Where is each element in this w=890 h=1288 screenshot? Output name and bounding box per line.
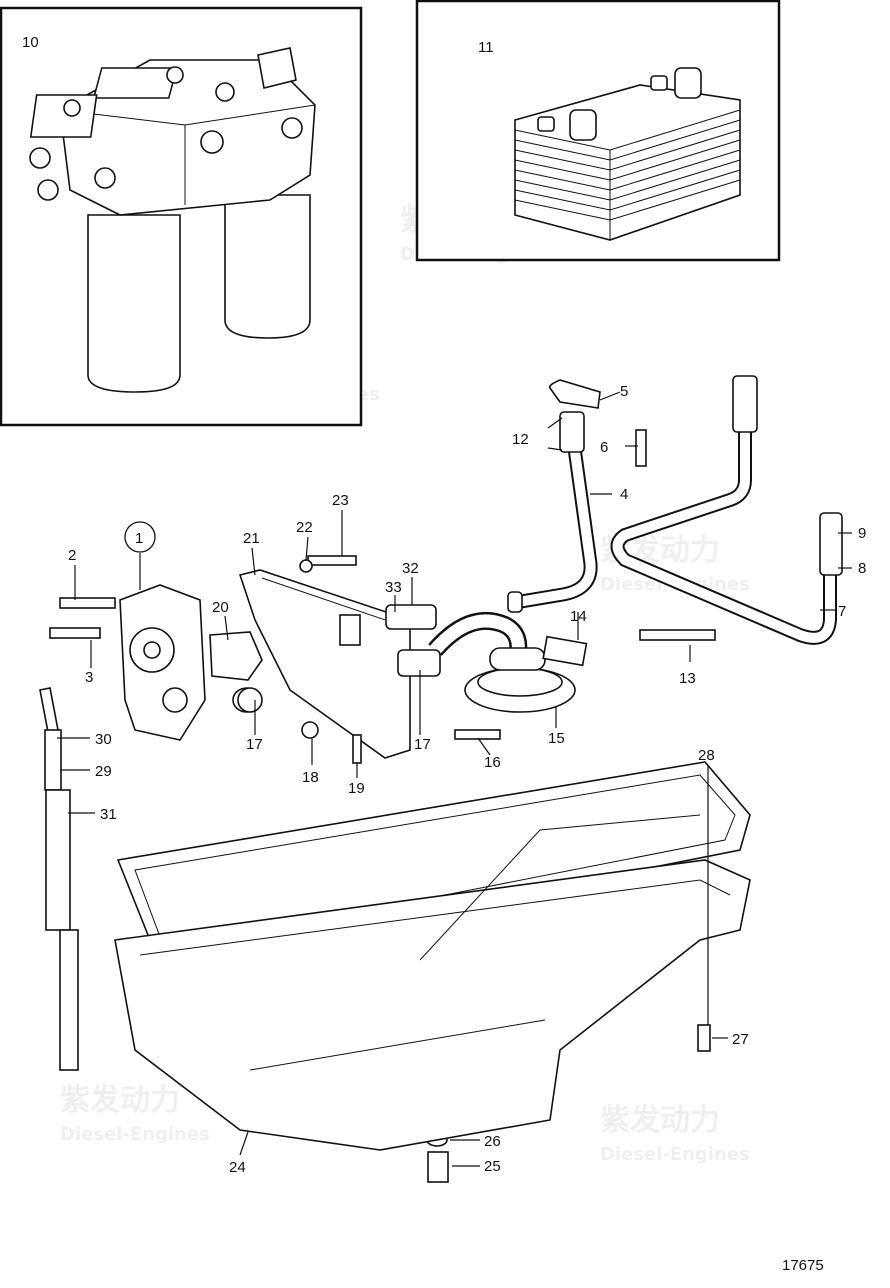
suction-strainer bbox=[237, 604, 588, 713]
callout-19: 19 bbox=[348, 780, 365, 797]
callout-1: 1 bbox=[135, 530, 143, 547]
callout-7: 7 bbox=[838, 603, 846, 620]
callout-20: 20 bbox=[212, 599, 229, 616]
callout-17-left: 17 bbox=[246, 736, 263, 753]
callout-13: 13 bbox=[679, 670, 696, 687]
oil-pipes bbox=[507, 375, 843, 645]
watermark-cn: 紫发动力 bbox=[60, 1083, 180, 1118]
watermark-en: Diesel-Engines bbox=[600, 1144, 750, 1165]
callout-12: 12 bbox=[512, 431, 529, 448]
leader-lines bbox=[57, 391, 852, 1167]
callout-17-right: 17 bbox=[414, 736, 431, 753]
oil-pan bbox=[114, 814, 751, 1151]
callout-8: 8 bbox=[858, 560, 866, 577]
inset-label-11: 11 bbox=[478, 39, 494, 56]
callout-29: 29 bbox=[95, 763, 112, 780]
inset-oil-filter-housing: 10 bbox=[0, 6, 363, 427]
callout-9: 9 bbox=[858, 525, 866, 542]
callout-23: 23 bbox=[332, 492, 349, 509]
callout-14: 14 bbox=[570, 608, 587, 625]
callout-30: 30 bbox=[95, 731, 112, 748]
callout-21: 21 bbox=[243, 530, 260, 547]
dipstick bbox=[39, 687, 79, 1071]
callout-16: 16 bbox=[484, 754, 501, 771]
callout-5: 5 bbox=[620, 383, 628, 400]
callout-3: 3 bbox=[85, 669, 93, 686]
watermark-en: Diesel-Engines bbox=[60, 1124, 210, 1145]
callout-31: 31 bbox=[100, 806, 117, 823]
callout-circle-1 bbox=[124, 521, 156, 553]
figure-number: 17675 bbox=[782, 1257, 824, 1274]
callout-27: 27 bbox=[732, 1031, 749, 1048]
callout-22: 22 bbox=[296, 519, 313, 536]
inset-oil-cooler: 11 bbox=[415, 0, 781, 262]
callout-26: 26 bbox=[484, 1133, 501, 1150]
callout-28: 28 bbox=[698, 747, 715, 764]
callout-labels: 1 2 3 4 5 6 7 8 9 12 13 14 15 16 17 17 1… bbox=[68, 383, 866, 1176]
oil-pump bbox=[49, 584, 263, 741]
callout-25: 25 bbox=[484, 1158, 501, 1175]
watermark-cn: 紫发动力 bbox=[600, 1103, 720, 1138]
callout-2: 2 bbox=[68, 547, 76, 564]
callout-4: 4 bbox=[620, 486, 628, 503]
callout-33: 33 bbox=[385, 579, 402, 596]
callout-6: 6 bbox=[600, 439, 608, 456]
callout-32: 32 bbox=[402, 560, 419, 577]
callout-15: 15 bbox=[548, 730, 565, 747]
inset-label-10: 10 bbox=[22, 34, 39, 51]
callout-18: 18 bbox=[302, 769, 319, 786]
bracket bbox=[238, 569, 411, 759]
callout-24: 24 bbox=[229, 1159, 246, 1176]
